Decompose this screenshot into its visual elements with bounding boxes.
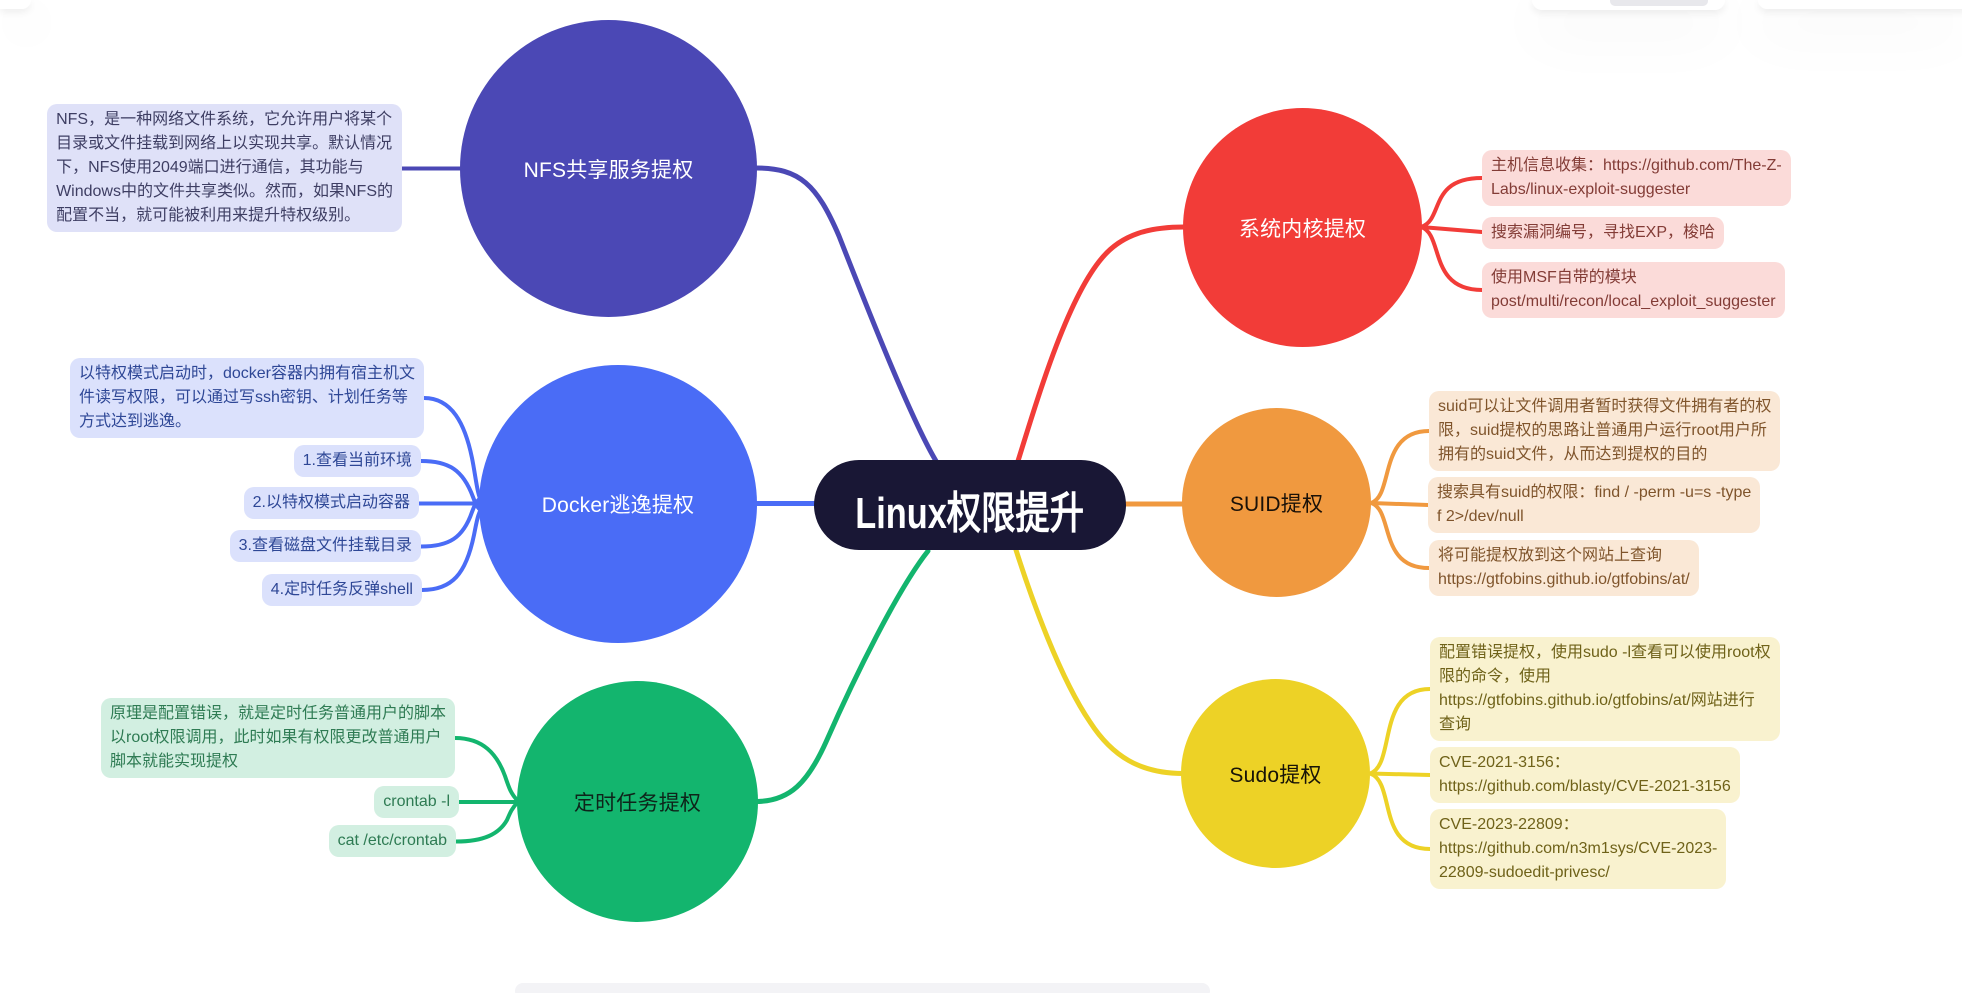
note-docker-step-1[interactable]: 1.查看当前环境 [293,445,421,477]
topic-circle-nfs[interactable]: NFS共享服务提权 [460,20,757,317]
note-sudo-cve-2021-3156[interactable]: CVE-2021-3156： https://github.com/blasty… [1430,747,1740,803]
note-kernel-msf-module[interactable]: 使用MSF自带的模块 post/multi/recon/local_exploi… [1482,262,1785,318]
topic-circle-suid[interactable]: SUID提权 [1182,408,1371,597]
topic-circle-kernel[interactable]: 系统内核提权 [1183,108,1422,347]
note-cron-cat-crontab[interactable]: cat /etc/crontab [328,825,456,857]
edge-sudo-note1 [1368,771,1432,777]
edge-root-cron [753,548,931,804]
top-right-toolbar-fragment [1532,0,1725,10]
edge-suid-note1 [1369,501,1430,507]
root-topic-label: Linux权限提升 [855,489,1085,538]
topic-label-sudo: Sudo提权 [1229,763,1322,787]
edge-suid-note2 [1369,501,1431,570]
topic-circle-cron[interactable]: 定时任务提权 [517,681,758,922]
note-docker-step-4[interactable]: 4.定时任务反弹shell [261,574,422,606]
top-right-panel-fragment [1758,0,1962,9]
topic-circle-docker[interactable]: Docker逃逸提权 [479,365,757,643]
note-nfs-description[interactable]: NFS，是一种网络文件系统，它允许用户将某个 目录或文件挂载到网络上以实现共享。… [47,104,402,232]
note-cron-description[interactable]: 原理是配置错误，就是定时任务普通用户的脚本 以root权限调用，此时如果有权限更… [100,698,455,778]
edge-docker-note4 [420,503,486,592]
edge-cron-note2 [454,800,520,844]
note-suid-gtfobins[interactable]: 将可能提权放到这个网站上查询 https://gtfobins.github.i… [1429,540,1699,596]
note-cron-crontab-l[interactable]: crontab -l [374,786,459,818]
note-docker-step-2[interactable]: 2.以特权模式启动容器 [243,487,419,519]
edge-kernel-note0 [1419,176,1484,229]
top-left-panel-fragment [0,0,31,9]
edge-sudo-note2 [1368,771,1432,851]
edge-sudo-note0 [1368,687,1432,776]
note-docker-step-3[interactable]: 3.查看磁盘文件挂载目录 [229,530,421,562]
root-topic[interactable]: Linux权限提升 [814,460,1126,550]
note-suid-description[interactable]: suid可以让文件调用者暂时获得文件拥有者的权 限，suid提权的思路让普通用户… [1429,391,1781,471]
edge-root-nfs [753,165,939,464]
note-sudo-description[interactable]: 配置错误提权，使用sudo -l查看可以使用root权 限的命令，使用 http… [1430,637,1780,741]
topic-label-suid: SUID提权 [1229,492,1324,516]
edge-root-sudo [1013,547,1186,776]
edge-root-kernel [1015,224,1187,464]
note-docker-description[interactable]: 以特权模式启动时，docker容器内拥有宿主机文 件读写权限，可以通过写ssh密… [69,358,424,438]
edge-docker-note1 [419,459,485,514]
edge-cron-note0 [453,736,520,803]
note-suid-find-command[interactable]: 搜索具有suid的权限：find / -perm -u=s -type f 2>… [1428,477,1761,533]
note-kernel-search-exp[interactable]: 搜索漏洞编号，寻找EXP，梭哈 [1482,217,1725,249]
edge-docker-note0 [422,396,484,505]
topic-circle-sudo[interactable]: Sudo提权 [1181,679,1370,868]
topic-label-kernel: 系统内核提权 [1238,217,1367,241]
note-sudo-cve-2023-22809[interactable]: CVE-2023-22809： https://github.com/n3m1s… [1430,809,1727,889]
horizontal-scrollbar-thumb[interactable] [515,983,1210,993]
toolbar-button-fragment[interactable] [1610,0,1708,6]
edge-kernel-note2 [1419,225,1484,292]
edge-kernel-note1 [1419,225,1484,234]
topic-label-cron: 定时任务提权 [573,791,702,815]
topic-label-docker: Docker逃逸提权 [541,494,695,517]
note-kernel-info-gathering[interactable]: 主机信息收集：https://github.com/The-Z- Labs/li… [1482,150,1791,206]
edge-docker-note3 [419,494,485,549]
edge-suid-note0 [1369,429,1431,505]
topic-label-nfs: NFS共享服务提权 [523,158,694,182]
